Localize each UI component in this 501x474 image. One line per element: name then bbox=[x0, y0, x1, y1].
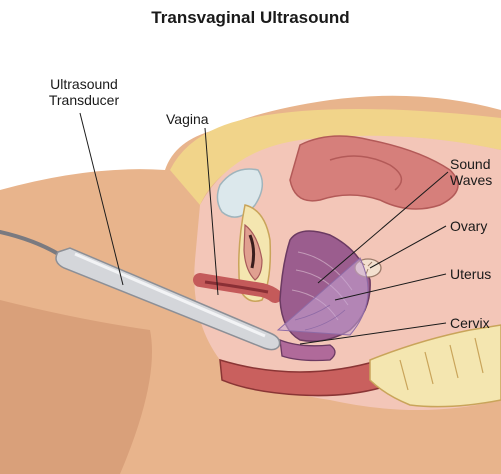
label-vagina: Vagina bbox=[166, 111, 209, 127]
label-ovary: Ovary bbox=[450, 218, 487, 234]
label-uterus: Uterus bbox=[450, 266, 491, 282]
label-cervix: Cervix bbox=[450, 315, 490, 331]
label-sound-waves: Sound Waves bbox=[450, 156, 492, 188]
label-ultrasound-transducer: Ultrasound Transducer bbox=[40, 76, 128, 108]
